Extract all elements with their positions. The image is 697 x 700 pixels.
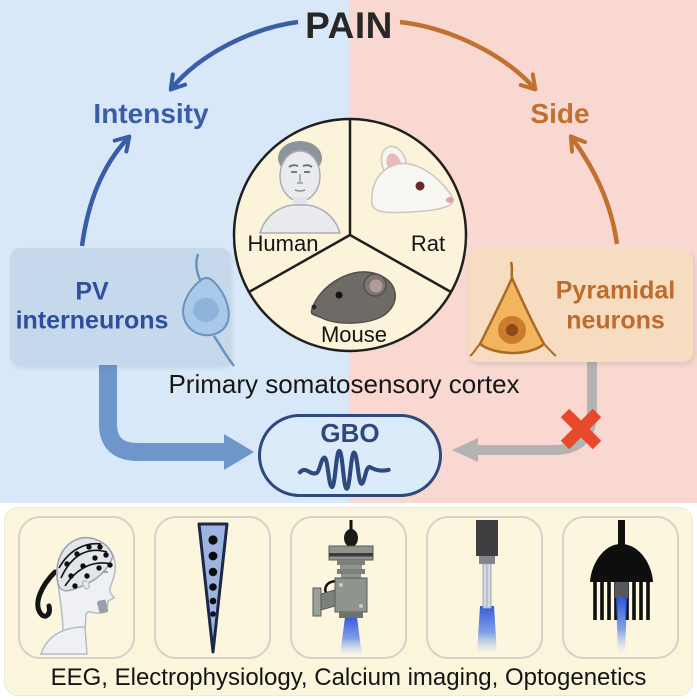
gbo-badge: GBO bbox=[258, 414, 442, 497]
human-figure-icon bbox=[258, 141, 342, 234]
silicon-probe-icon bbox=[197, 522, 228, 653]
optical-fiber-tile bbox=[426, 516, 543, 659]
mouse-icon bbox=[310, 271, 396, 324]
pyramidal-to-side-arrow bbox=[568, 134, 620, 245]
pyramidal-neurons-label: Pyramidal neurons bbox=[555, 276, 676, 335]
human-label: Human bbox=[247, 231, 319, 256]
side-label: Side bbox=[530, 98, 590, 129]
mouse-label: Mouse bbox=[320, 322, 388, 347]
pv-to-gbo-arrow bbox=[99, 358, 254, 470]
main-diagram: PAIN Intensity Side Human Rat Mouse Prim… bbox=[0, 0, 697, 503]
species-wheel bbox=[232, 117, 468, 353]
methods-tiles bbox=[5, 508, 692, 659]
methods-panel: EEG, Electrophysiology, Calcium imaging,… bbox=[4, 507, 693, 696]
pain-to-side-arrow bbox=[399, 19, 538, 92]
intensity-label: Intensity bbox=[93, 98, 209, 129]
blocked-cross-icon bbox=[560, 408, 602, 450]
pv-to-intensity-arrow bbox=[79, 134, 132, 247]
pv-neuron-icon bbox=[182, 253, 235, 367]
fiber-bundle-icon bbox=[589, 519, 653, 654]
optogenetics-tile bbox=[562, 516, 679, 659]
electrophysiology-tile bbox=[154, 516, 271, 659]
rat-label: Rat bbox=[410, 231, 446, 256]
cortex-label: Primary somatosensory cortex bbox=[168, 369, 520, 399]
eeg-cap-icon bbox=[34, 536, 116, 655]
miniscope-icon bbox=[312, 519, 373, 656]
pv-interneurons-label: PV interneurons bbox=[15, 277, 169, 335]
pain-to-intensity-arrow bbox=[168, 19, 299, 92]
methods-caption: EEG, Electrophysiology, Calcium imaging,… bbox=[50, 664, 647, 691]
optical-fiber-icon bbox=[475, 519, 498, 654]
pv-interneurons-box: PV interneurons bbox=[10, 248, 235, 367]
gbo-label: GBO bbox=[320, 418, 380, 448]
diagram-graphics bbox=[79, 19, 620, 470]
gbo-waveform-icon bbox=[297, 448, 391, 491]
pain-title: PAIN bbox=[305, 5, 393, 46]
pyramidal-neurons-box: Pyramidal neurons bbox=[468, 250, 693, 362]
eeg-tile bbox=[18, 516, 135, 659]
pyramidal-neuron-icon bbox=[469, 261, 557, 357]
rat-icon bbox=[371, 145, 454, 214]
calcium-imaging-tile bbox=[290, 516, 407, 659]
